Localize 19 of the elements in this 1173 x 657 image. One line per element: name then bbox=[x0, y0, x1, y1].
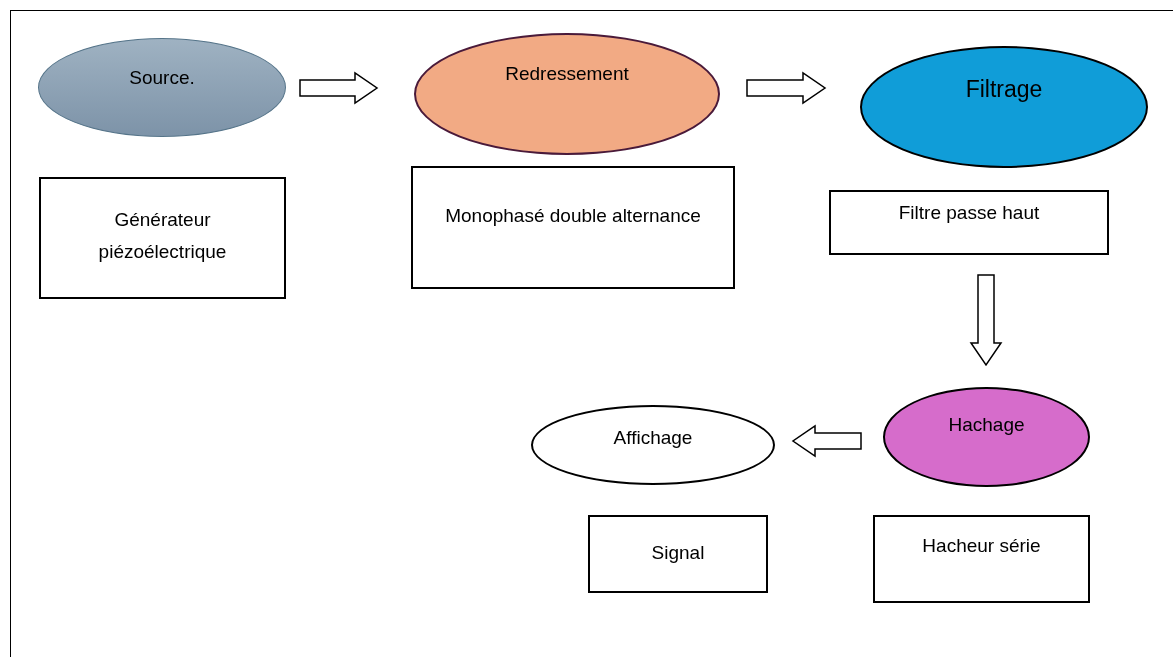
node-label: Filtrage bbox=[965, 75, 1043, 104]
description-box bbox=[39, 177, 286, 299]
block-arrow bbox=[746, 71, 827, 105]
block-arrow bbox=[791, 424, 862, 458]
node-label: Source. bbox=[129, 65, 195, 90]
description-box bbox=[588, 515, 768, 593]
description-box bbox=[411, 166, 735, 289]
block-arrow bbox=[299, 71, 379, 105]
node-label: Hacheur série bbox=[922, 534, 1041, 558]
description-box bbox=[829, 190, 1109, 255]
node-label: Affichage bbox=[613, 426, 693, 450]
node-label: Monophasé double alternance bbox=[445, 203, 701, 228]
description-box bbox=[873, 515, 1090, 603]
node-label: Filtre passe haut bbox=[898, 200, 1040, 225]
node-label: Signal bbox=[651, 541, 705, 565]
node-label: Hachage bbox=[948, 413, 1025, 437]
block-arrow bbox=[969, 274, 1003, 367]
node-label: Redressement bbox=[505, 62, 629, 86]
node-label: Générateur piézoélectrique bbox=[97, 208, 228, 264]
